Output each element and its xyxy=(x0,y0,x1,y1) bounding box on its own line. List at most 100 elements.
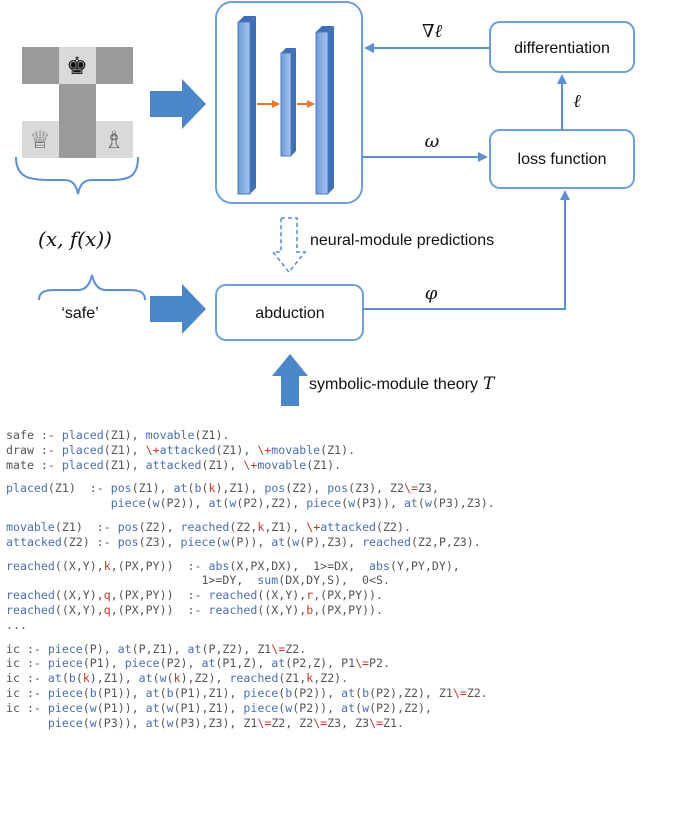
code-token: (Z1). xyxy=(306,457,342,472)
code-token: (P), xyxy=(82,641,118,656)
code-token: pos xyxy=(117,519,139,534)
code-token: ( xyxy=(152,671,160,686)
code-token: (P3),Z3). xyxy=(431,496,495,511)
code-token: (P3),Z3), Z1 xyxy=(173,715,258,730)
code-token: ),Z2), xyxy=(180,671,230,686)
code-token: attacked xyxy=(320,519,377,534)
code-token: w xyxy=(152,496,160,511)
code-token: (P1,Z), xyxy=(215,656,272,671)
phi-label: φ xyxy=(425,283,438,304)
code-line: ic :- piece(P), at(P,Z1), at(P,Z2), Z1\=… xyxy=(6,642,495,657)
gradient-label: ∇ℓ xyxy=(422,21,443,42)
code-token: (Z2,P,Z3). xyxy=(410,534,481,549)
code-token: (P),Z3), xyxy=(299,534,363,549)
code-line: piece(w(P2)), at(w(P2),Z2), piece(w(P3))… xyxy=(6,496,495,511)
code-line: ic :- piece(b(P1)), at(b(P1),Z1), piece(… xyxy=(6,686,495,701)
white-bishop-icon: ♗ xyxy=(103,126,125,154)
code-line: safe :- placed(Z1), movable(Z1). xyxy=(6,428,495,443)
code-token xyxy=(6,716,48,730)
code-token: abs xyxy=(369,558,390,573)
code-token: at xyxy=(145,685,160,700)
code-token: (Z1), xyxy=(201,457,244,472)
code-token: attacked xyxy=(6,534,62,549)
code-token: ((X,Y), xyxy=(257,588,307,603)
code-token: at xyxy=(271,534,286,549)
code-token: ,(PX,PY)) :- xyxy=(110,558,209,573)
code-token: at xyxy=(341,685,356,700)
code-line: piece(w(P3)), at(w(P3),Z3), Z1\=Z2, Z2\=… xyxy=(6,716,495,731)
code-token: ( xyxy=(222,496,230,511)
code-token: ( xyxy=(417,496,425,511)
white-queen-icon: ♕ xyxy=(29,126,51,154)
omega-label: ω xyxy=(425,131,440,152)
code-token: attacked xyxy=(145,457,202,472)
code-token: draw :- xyxy=(6,442,62,457)
safe-label: ‘safe’ xyxy=(61,305,98,322)
code-token: Z2. xyxy=(285,641,307,656)
code-token: \= xyxy=(452,685,467,700)
code-token: (Z1). xyxy=(320,442,356,457)
code-token: placed xyxy=(61,428,104,442)
code-token: b xyxy=(362,685,370,700)
code-token: w xyxy=(89,715,97,730)
code-token: piece xyxy=(47,700,83,715)
code-token: movable xyxy=(271,442,321,457)
code-token: reached xyxy=(6,602,55,617)
code-token: (Z1). xyxy=(194,428,230,442)
code-token: movable xyxy=(145,428,195,442)
theory-arrow xyxy=(272,354,308,406)
code-token: Z3, Z3 xyxy=(327,715,370,730)
code-token: ,(PX,PY)) :- xyxy=(110,602,209,617)
code-token: (P2), xyxy=(159,656,202,671)
code-token: ( xyxy=(82,700,90,715)
code-token: piece xyxy=(47,641,83,656)
code-token: b xyxy=(166,685,174,700)
code-token: w xyxy=(292,534,300,549)
input-label: (x, f(x)) xyxy=(38,227,112,251)
code-token: ( xyxy=(355,685,363,700)
code-token: ( xyxy=(75,671,83,686)
code-token: Z2. xyxy=(466,685,488,700)
code-token: b xyxy=(89,685,97,700)
abduction-label: abduction xyxy=(255,305,324,322)
code-token: at xyxy=(341,700,356,715)
code-token: ( xyxy=(82,715,90,730)
code-token: (P1)), xyxy=(96,685,146,700)
code-token: k xyxy=(208,481,216,496)
code-blank-line xyxy=(6,633,495,642)
code-token: at xyxy=(47,671,62,686)
code-token: ,(PX,PY)) :- xyxy=(110,588,209,603)
code-token: (Z1) :- xyxy=(54,519,118,534)
code-token: piece xyxy=(110,496,146,511)
code-token: ... xyxy=(6,617,27,632)
code-token: Z1. xyxy=(383,715,404,730)
code-token: reached xyxy=(229,671,279,686)
code-token: b xyxy=(285,685,293,700)
theory-variable: T xyxy=(483,374,496,394)
code-token: ( xyxy=(285,534,293,549)
code-token: (Z1), xyxy=(103,457,146,472)
label-brace xyxy=(38,274,146,301)
code-token: \= xyxy=(313,715,328,730)
code-token: pos xyxy=(264,481,286,496)
code-token: w xyxy=(159,671,167,686)
code-token: ),Z1), xyxy=(89,671,139,686)
code-token: piece xyxy=(124,656,160,671)
code-line: draw :- placed(Z1), \+attacked(Z1), \+mo… xyxy=(6,443,495,458)
code-token: (P1),Z1), xyxy=(173,700,244,715)
code-token: at xyxy=(117,641,132,656)
code-token: P2. xyxy=(369,656,390,671)
code-line: 1>=DY, sum(DX,DY,S), 0<S. xyxy=(6,573,495,588)
abduction-box xyxy=(215,284,364,341)
code-token: placed xyxy=(61,457,104,472)
code-token: ((X,Y), xyxy=(54,558,104,573)
code-token: k xyxy=(306,671,314,686)
code-token: (P,Z1), xyxy=(131,641,188,656)
input-arrow xyxy=(150,79,206,129)
code-token: w xyxy=(89,700,97,715)
code-line: ic :- piece(P1), piece(P2), at(P1,Z), at… xyxy=(6,656,495,671)
code-token: (P2),Z2), xyxy=(369,700,432,715)
code-token: placed xyxy=(61,442,104,457)
code-token: piece xyxy=(243,700,279,715)
code-token: b xyxy=(194,481,202,496)
